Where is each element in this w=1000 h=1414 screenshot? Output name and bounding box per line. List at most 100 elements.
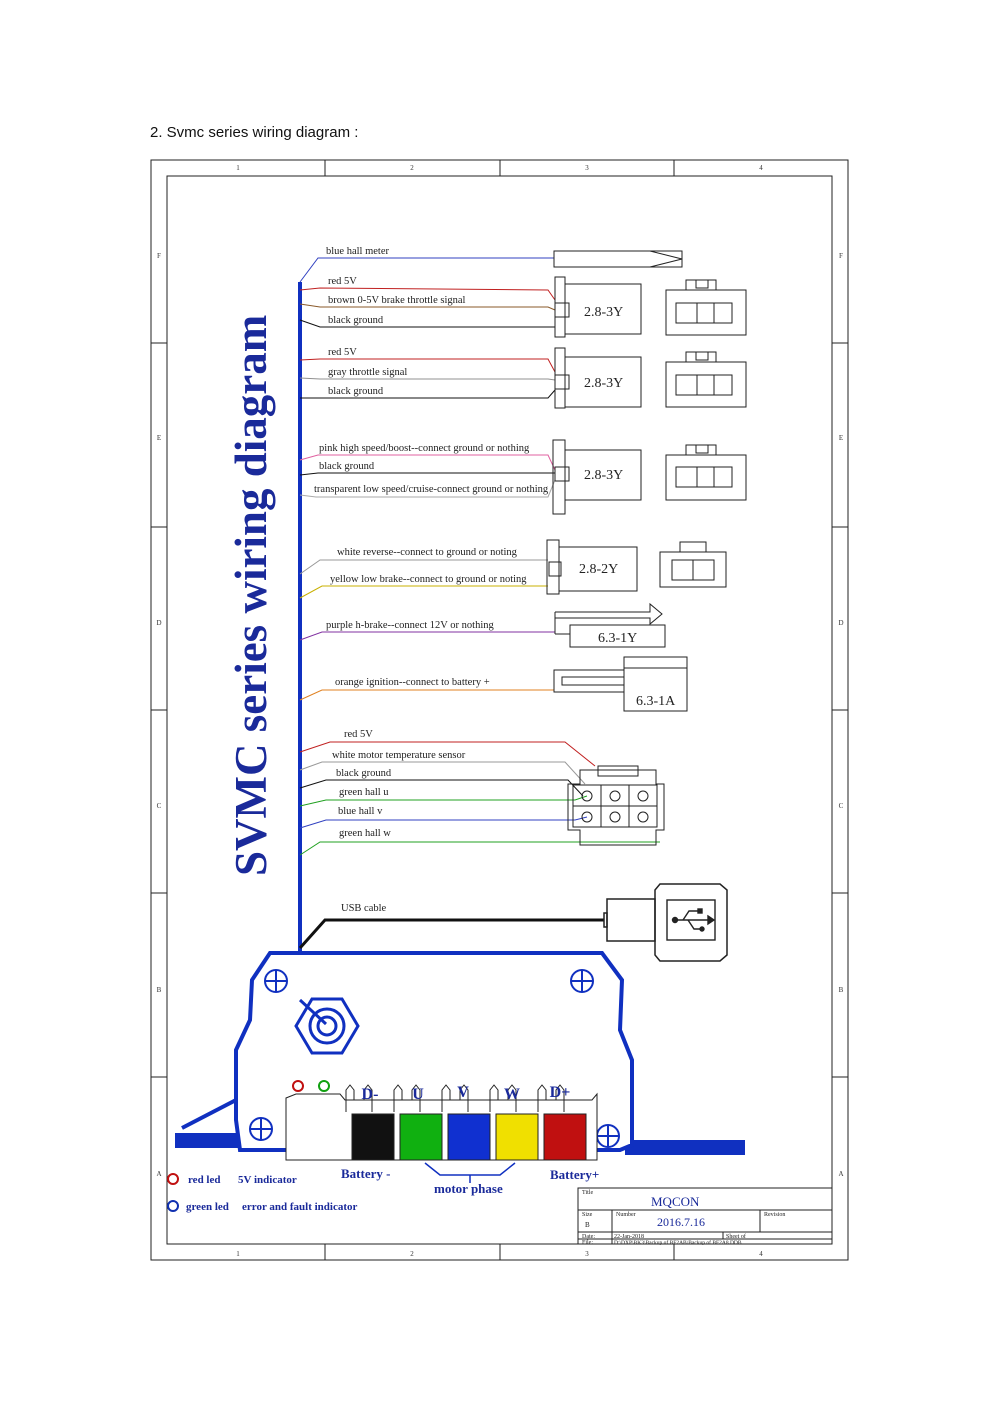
col-label: 2 [410,164,414,172]
col-label: 1 [236,1250,240,1258]
sheet-frame [150,159,849,1261]
date-value: 22-Jan-2018 [614,1234,644,1240]
row-label: B [839,986,844,994]
terminal-post [489,1084,517,1112]
power-labels: Battery - Battery+ motor phase [341,1166,599,1196]
legend-green-led-icon [167,1200,179,1212]
col-label: 3 [585,1250,589,1258]
wire-12 [299,631,555,641]
terminal-sleeve [351,1113,395,1161]
wire-17 [299,795,588,807]
connector-label: 2.8-2Y [579,562,618,577]
sheet-caption: Sheet of [726,1233,746,1240]
wire-label: blue hall meter [326,246,389,257]
size-caption: Size [582,1212,593,1218]
row-label: D [156,619,161,627]
wire-label: green hall w [339,828,391,839]
legend-led-meaning: 5V indicator [238,1174,297,1186]
connector-2-8-3y-b [554,347,747,409]
wire-19 [299,841,660,856]
frame-labels: 1 2 3 4 1 2 3 4 F E D C B A F E D C B A [156,164,843,1258]
title-block-text: Title MQCON Size B Number 2016.7.16 Revi… [582,1190,785,1246]
screw-icon [570,969,594,993]
connector-6-3-1a [553,656,688,712]
wire-3 [299,319,555,328]
terminal-group [345,1084,587,1161]
title-block [577,1187,833,1245]
wire-15 [299,761,586,785]
revision-caption: Revision [764,1212,785,1218]
connector-6-3-1y [554,602,666,648]
file-value: D:\DXP\BK3\Backup of BF2AB\Backup of BF2… [614,1239,742,1246]
document-heading: 2. Svmc series wiring diagram : [150,124,359,141]
wire-20 [298,918,604,949]
wire-5 [299,377,556,381]
connector-2-8-2y [546,539,727,595]
legend-led-name: red led [188,1174,221,1186]
wire-label: black ground [336,768,392,779]
wire-label: blue hall v [338,806,383,817]
col-label: 1 [236,164,240,172]
battery-minus-label: Battery - [341,1166,390,1181]
row-label: C [157,802,162,810]
hall-meter-plug [553,250,683,268]
connector-label: 2.8-3Y [584,305,623,320]
wire-label: black ground [319,461,375,472]
terminal-sleeve [543,1113,587,1161]
wire-label: white reverse--connect to ground or noti… [337,547,518,558]
col-label: 4 [759,164,763,172]
wire-6 [300,389,556,399]
row-label: E [839,434,843,442]
terminal-label: D- [362,1086,379,1103]
number-caption: Number [616,1212,636,1218]
wire-label: red 5V [328,347,357,358]
terminal-post [393,1084,421,1112]
number-value: 2016.7.16 [657,1215,705,1229]
usb-icon [666,899,716,941]
wire-9 [299,479,556,498]
row-label: A [838,1170,843,1178]
screw-icon [264,969,288,993]
row-label: D [838,619,843,627]
connector-label: 2.8-3Y [584,376,623,391]
col-label: 4 [759,1250,763,1258]
motor-phase-brace [424,1162,516,1183]
wire-label: yellow low brake--connect to ground or n… [330,574,527,585]
terminal-label: W [504,1086,520,1103]
file-caption: File: [582,1240,593,1246]
terminal-sleeve [447,1113,491,1161]
connector-2-8-3y-a [554,276,747,338]
wire-4 [299,358,556,373]
wire-2 [299,303,556,311]
col-label: 2 [410,1250,414,1258]
wire-group [298,257,660,949]
connector-label: 2.8-3Y [584,468,623,483]
usb-plug [603,883,728,962]
row-label: A [156,1170,161,1178]
terminal-label: U [412,1086,424,1103]
wire-16 [299,779,584,797]
led-legend: red led 5V indicator green led error and… [186,1174,358,1213]
wire-label: black ground [328,315,384,326]
wire-7 [299,454,556,471]
wire-10 [299,559,548,575]
wire-label: brown 0-5V brake throttle signal [328,295,466,306]
wire-8 [299,472,555,476]
wire-1 [299,287,556,301]
connector-label: 6.3-1A [636,694,676,709]
wire-label: transparent low speed/cruise-connect gro… [314,484,549,495]
wire-label: USB cable [341,903,387,914]
size-value: B [585,1221,590,1229]
terminal-sleeve [495,1113,539,1161]
screw-icon [249,1117,273,1141]
row-label: F [157,252,161,260]
connector-2-8-3y-c [552,439,747,515]
wire-label: black ground [328,386,384,397]
wire-labels: blue hall meter red 5V brown 0-5V brake … [314,246,549,914]
motor-hall-connector [567,765,665,846]
wire-label: gray throttle signal [328,367,407,378]
wire-label: orange ignition--connect to battery + [335,677,490,688]
wire-0 [299,257,554,283]
row-label: E [157,434,161,442]
